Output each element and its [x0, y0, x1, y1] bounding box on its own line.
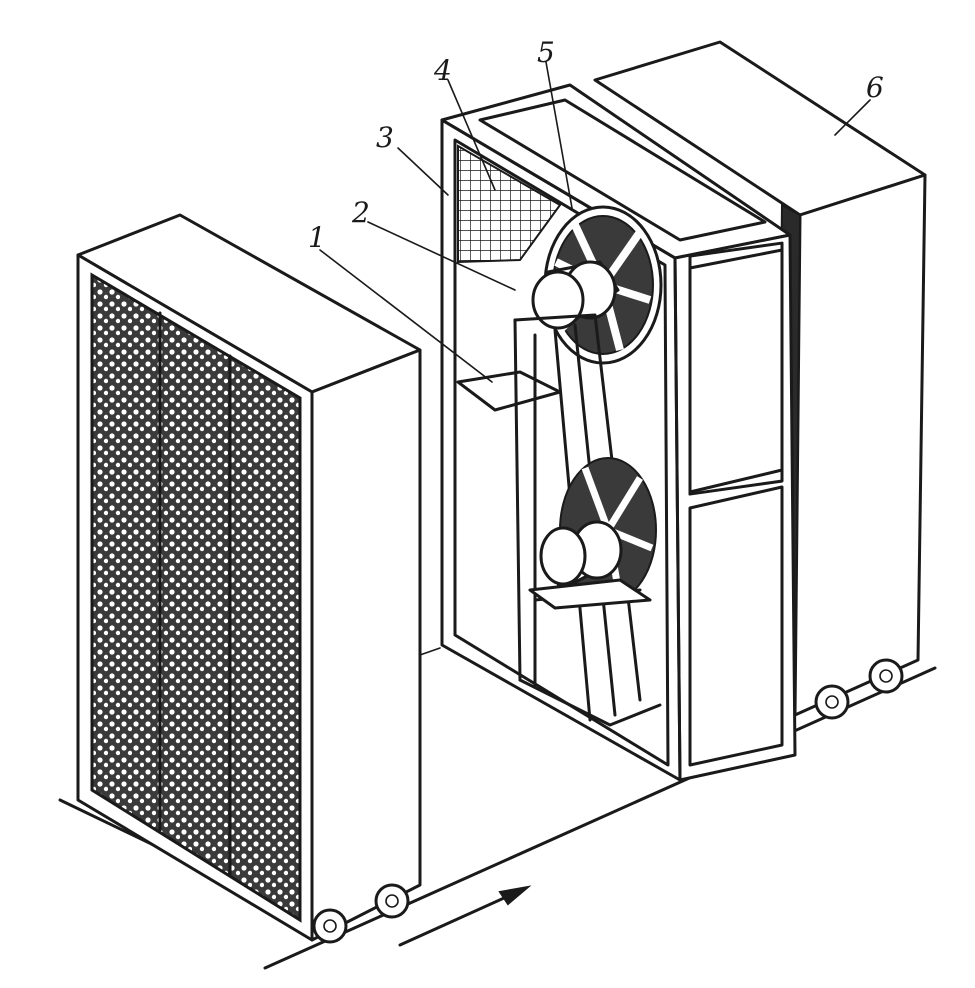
callout-3: 3: [376, 121, 394, 154]
front-cabinet: [76, 213, 422, 942]
callout-1: 1: [308, 221, 326, 254]
grille-panel: [457, 144, 562, 264]
callout-2: 2: [351, 196, 370, 229]
callout-5: 5: [537, 36, 555, 69]
callout-leaders: [319, 61, 871, 383]
arrow-right-icon: [398, 885, 532, 947]
shelf-plate: [456, 370, 562, 412]
fan-unit-frame: [440, 83, 797, 782]
callout-6: 6: [866, 71, 884, 104]
front-cabinet-wheels: [312, 883, 410, 944]
motor-icon: [528, 520, 652, 610]
motor-icon: [531, 260, 620, 330]
rear-cabinet-wheels: [814, 658, 904, 720]
callout-4: 4: [433, 54, 452, 87]
